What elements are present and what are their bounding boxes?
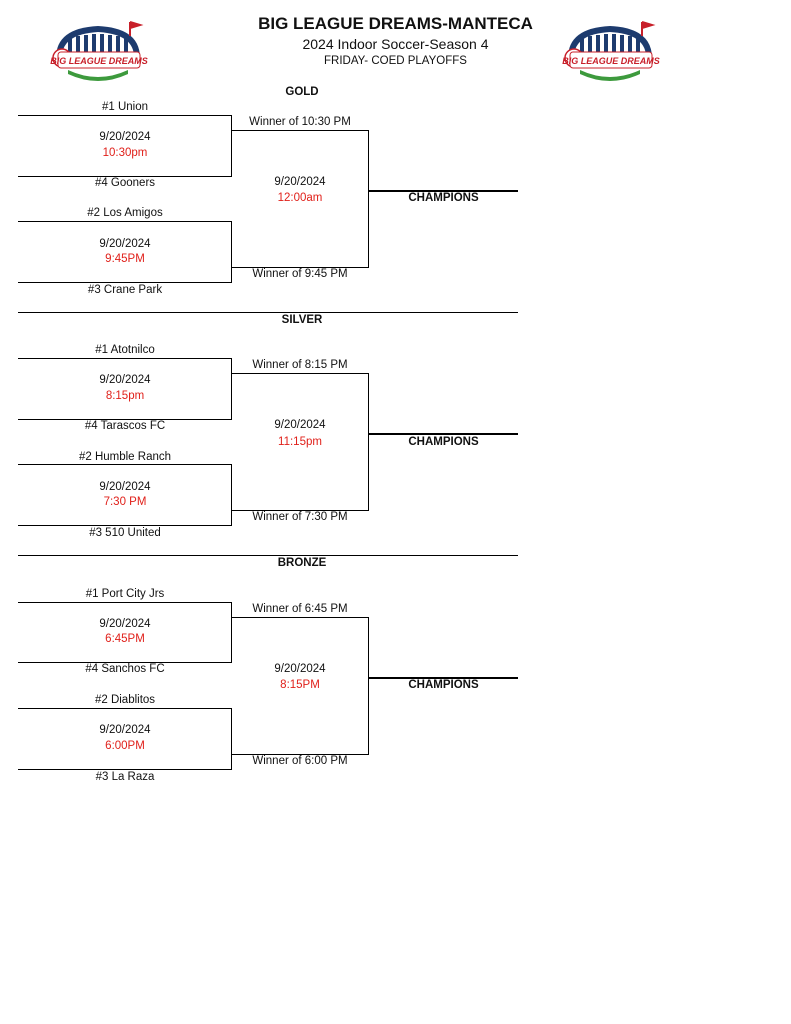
match-1-date: 9/20/2024 bbox=[99, 618, 151, 630]
bracket-line bbox=[231, 602, 232, 663]
champions-label: CHAMPIONS bbox=[408, 436, 479, 448]
bracket-line bbox=[18, 662, 232, 663]
team-1-label: #1 Atotnilco bbox=[95, 344, 155, 356]
final-date: 9/20/2024 bbox=[274, 176, 326, 188]
team-2-label: #2 Diablitos bbox=[94, 694, 156, 706]
division-title: SILVER bbox=[281, 314, 323, 326]
champions-line bbox=[369, 433, 518, 435]
bracket-line bbox=[232, 130, 369, 131]
team-4-label: #4 Gooners bbox=[94, 177, 156, 189]
match-1-time: 6:45PM bbox=[105, 633, 145, 645]
winner-bottom-label: Winner of 6:00 PM bbox=[252, 755, 348, 767]
logo-left: BIG LEAGUE DREAMS bbox=[48, 18, 148, 84]
team-1-label: #1 Union bbox=[101, 101, 149, 113]
team-4-label: #4 Tarascos FC bbox=[84, 420, 166, 432]
winner-bottom-label: Winner of 9:45 PM bbox=[252, 268, 348, 280]
team-3-label: #3 La Raza bbox=[95, 771, 155, 783]
match-2-date: 9/20/2024 bbox=[99, 481, 151, 493]
bracket-line bbox=[232, 267, 369, 268]
bracket-line bbox=[232, 510, 369, 511]
final-time: 12:00am bbox=[277, 192, 323, 204]
champions-label: CHAMPIONS bbox=[408, 192, 479, 204]
bracket-line bbox=[232, 373, 369, 374]
logo-text: BIG LEAGUE DREAMS bbox=[562, 56, 660, 66]
bracket-line bbox=[18, 769, 232, 770]
match-2-time: 7:30 PM bbox=[103, 496, 147, 508]
champions-label: CHAMPIONS bbox=[408, 679, 479, 691]
bracket-line bbox=[18, 115, 232, 116]
match-1-date: 9/20/2024 bbox=[99, 374, 151, 386]
final-time: 11:15pm bbox=[278, 436, 322, 448]
match-1-time: 8:15pm bbox=[105, 390, 145, 402]
final-date: 9/20/2024 bbox=[274, 419, 326, 431]
page-subtitle: 2024 Indoor Soccer-Season 4 bbox=[302, 36, 489, 52]
team-2-label: #2 Los Amigos bbox=[87, 207, 163, 219]
bracket-line bbox=[231, 358, 232, 420]
final-date: 9/20/2024 bbox=[274, 663, 326, 675]
team-3-label: #3 Crane Park bbox=[87, 284, 163, 296]
division-divider bbox=[18, 555, 518, 556]
winner-top-label: Winner of 10:30 PM bbox=[249, 116, 351, 128]
bracket-line bbox=[232, 617, 369, 618]
final-time: 8:15PM bbox=[280, 679, 320, 691]
match-2-date: 9/20/2024 bbox=[99, 724, 151, 736]
bracket-line bbox=[18, 176, 232, 177]
division-title: GOLD bbox=[285, 86, 319, 98]
match-1-time: 10:30pm bbox=[102, 147, 148, 159]
bracket-line bbox=[18, 602, 232, 603]
bracket-line bbox=[231, 708, 232, 770]
match-2-time: 9:45PM bbox=[105, 253, 145, 265]
bracket-line bbox=[18, 708, 232, 709]
bracket-line bbox=[18, 221, 232, 222]
winner-bottom-label: Winner of 7:30 PM bbox=[252, 511, 348, 523]
bracket-line bbox=[231, 464, 232, 526]
bracket-line bbox=[232, 754, 369, 755]
logo-right: BIG LEAGUE DREAMS bbox=[560, 18, 660, 84]
logo-text: BIG LEAGUE DREAMS bbox=[50, 56, 148, 66]
winner-top-label: Winner of 6:45 PM bbox=[252, 603, 348, 615]
page-subtitle-2: FRIDAY- COED PLAYOFFS bbox=[324, 55, 467, 67]
team-4-label: #4 Sanchos FC bbox=[85, 663, 165, 675]
team-3-label: #3 510 United bbox=[89, 527, 161, 539]
team-2-label: #2 Humble Ranch bbox=[78, 451, 172, 463]
bracket-line bbox=[18, 419, 232, 420]
bracket-line bbox=[231, 221, 232, 283]
bracket-line bbox=[18, 358, 232, 359]
division-title: BRONZE bbox=[277, 557, 327, 569]
match-2-date: 9/20/2024 bbox=[99, 238, 151, 250]
match-2-time: 6:00PM bbox=[105, 740, 145, 752]
bracket-line bbox=[231, 115, 232, 177]
bracket-line bbox=[368, 373, 369, 511]
bracket-line bbox=[18, 525, 232, 526]
team-1-label: #1 Port City Jrs bbox=[85, 588, 165, 600]
match-1-date: 9/20/2024 bbox=[99, 131, 151, 143]
bracket-line bbox=[368, 617, 369, 755]
champions-line bbox=[369, 677, 518, 679]
bracket-line bbox=[18, 464, 232, 465]
winner-top-label: Winner of 8:15 PM bbox=[252, 359, 348, 371]
page-title: BIG LEAGUE DREAMS-MANTECA bbox=[258, 14, 533, 33]
bracket-line bbox=[368, 130, 369, 268]
division-divider bbox=[18, 312, 518, 313]
champions-line bbox=[369, 190, 518, 192]
bracket-line bbox=[18, 282, 232, 283]
